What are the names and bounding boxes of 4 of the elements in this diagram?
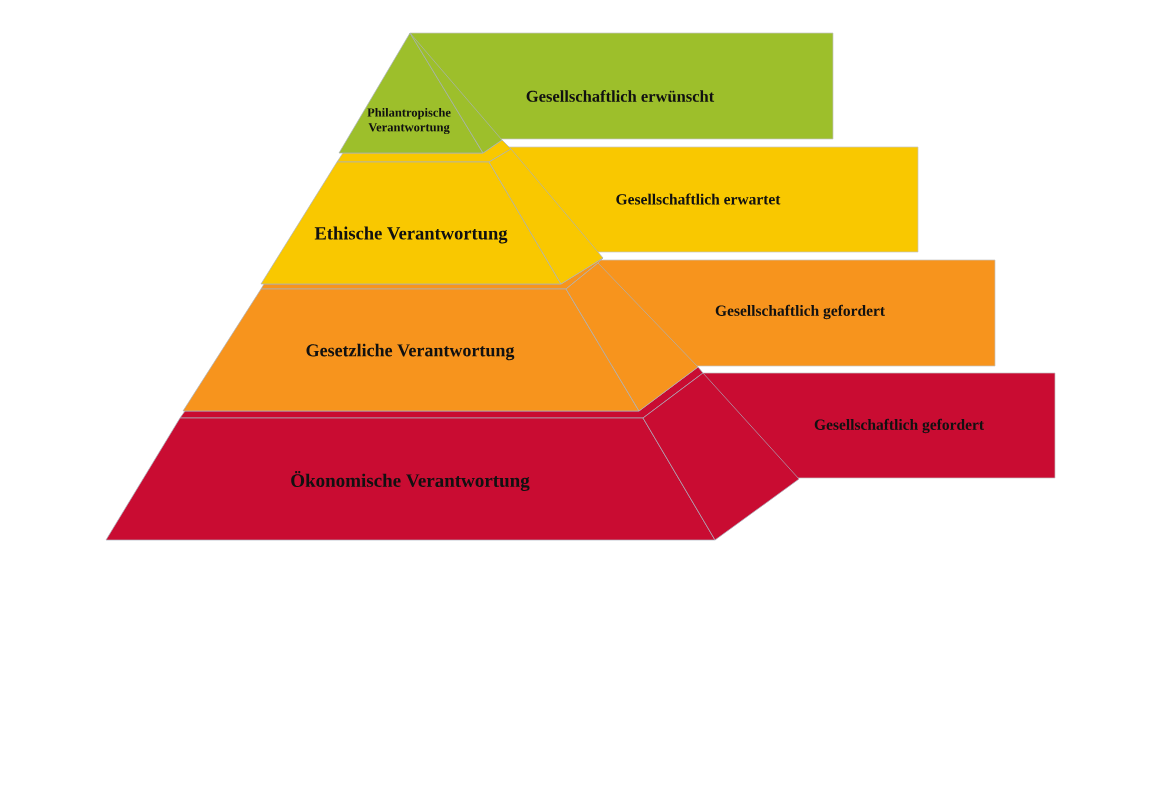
pyramid-level: Gesetzliche Verantwortung: [182, 257, 699, 412]
pyramid-level: Philantropische Verantwortung: [338, 32, 503, 154]
pyramid-level: Ökonomische Verantwortung: [105, 366, 800, 541]
pyramid-level: Ethische Verantwortung: [260, 139, 604, 285]
